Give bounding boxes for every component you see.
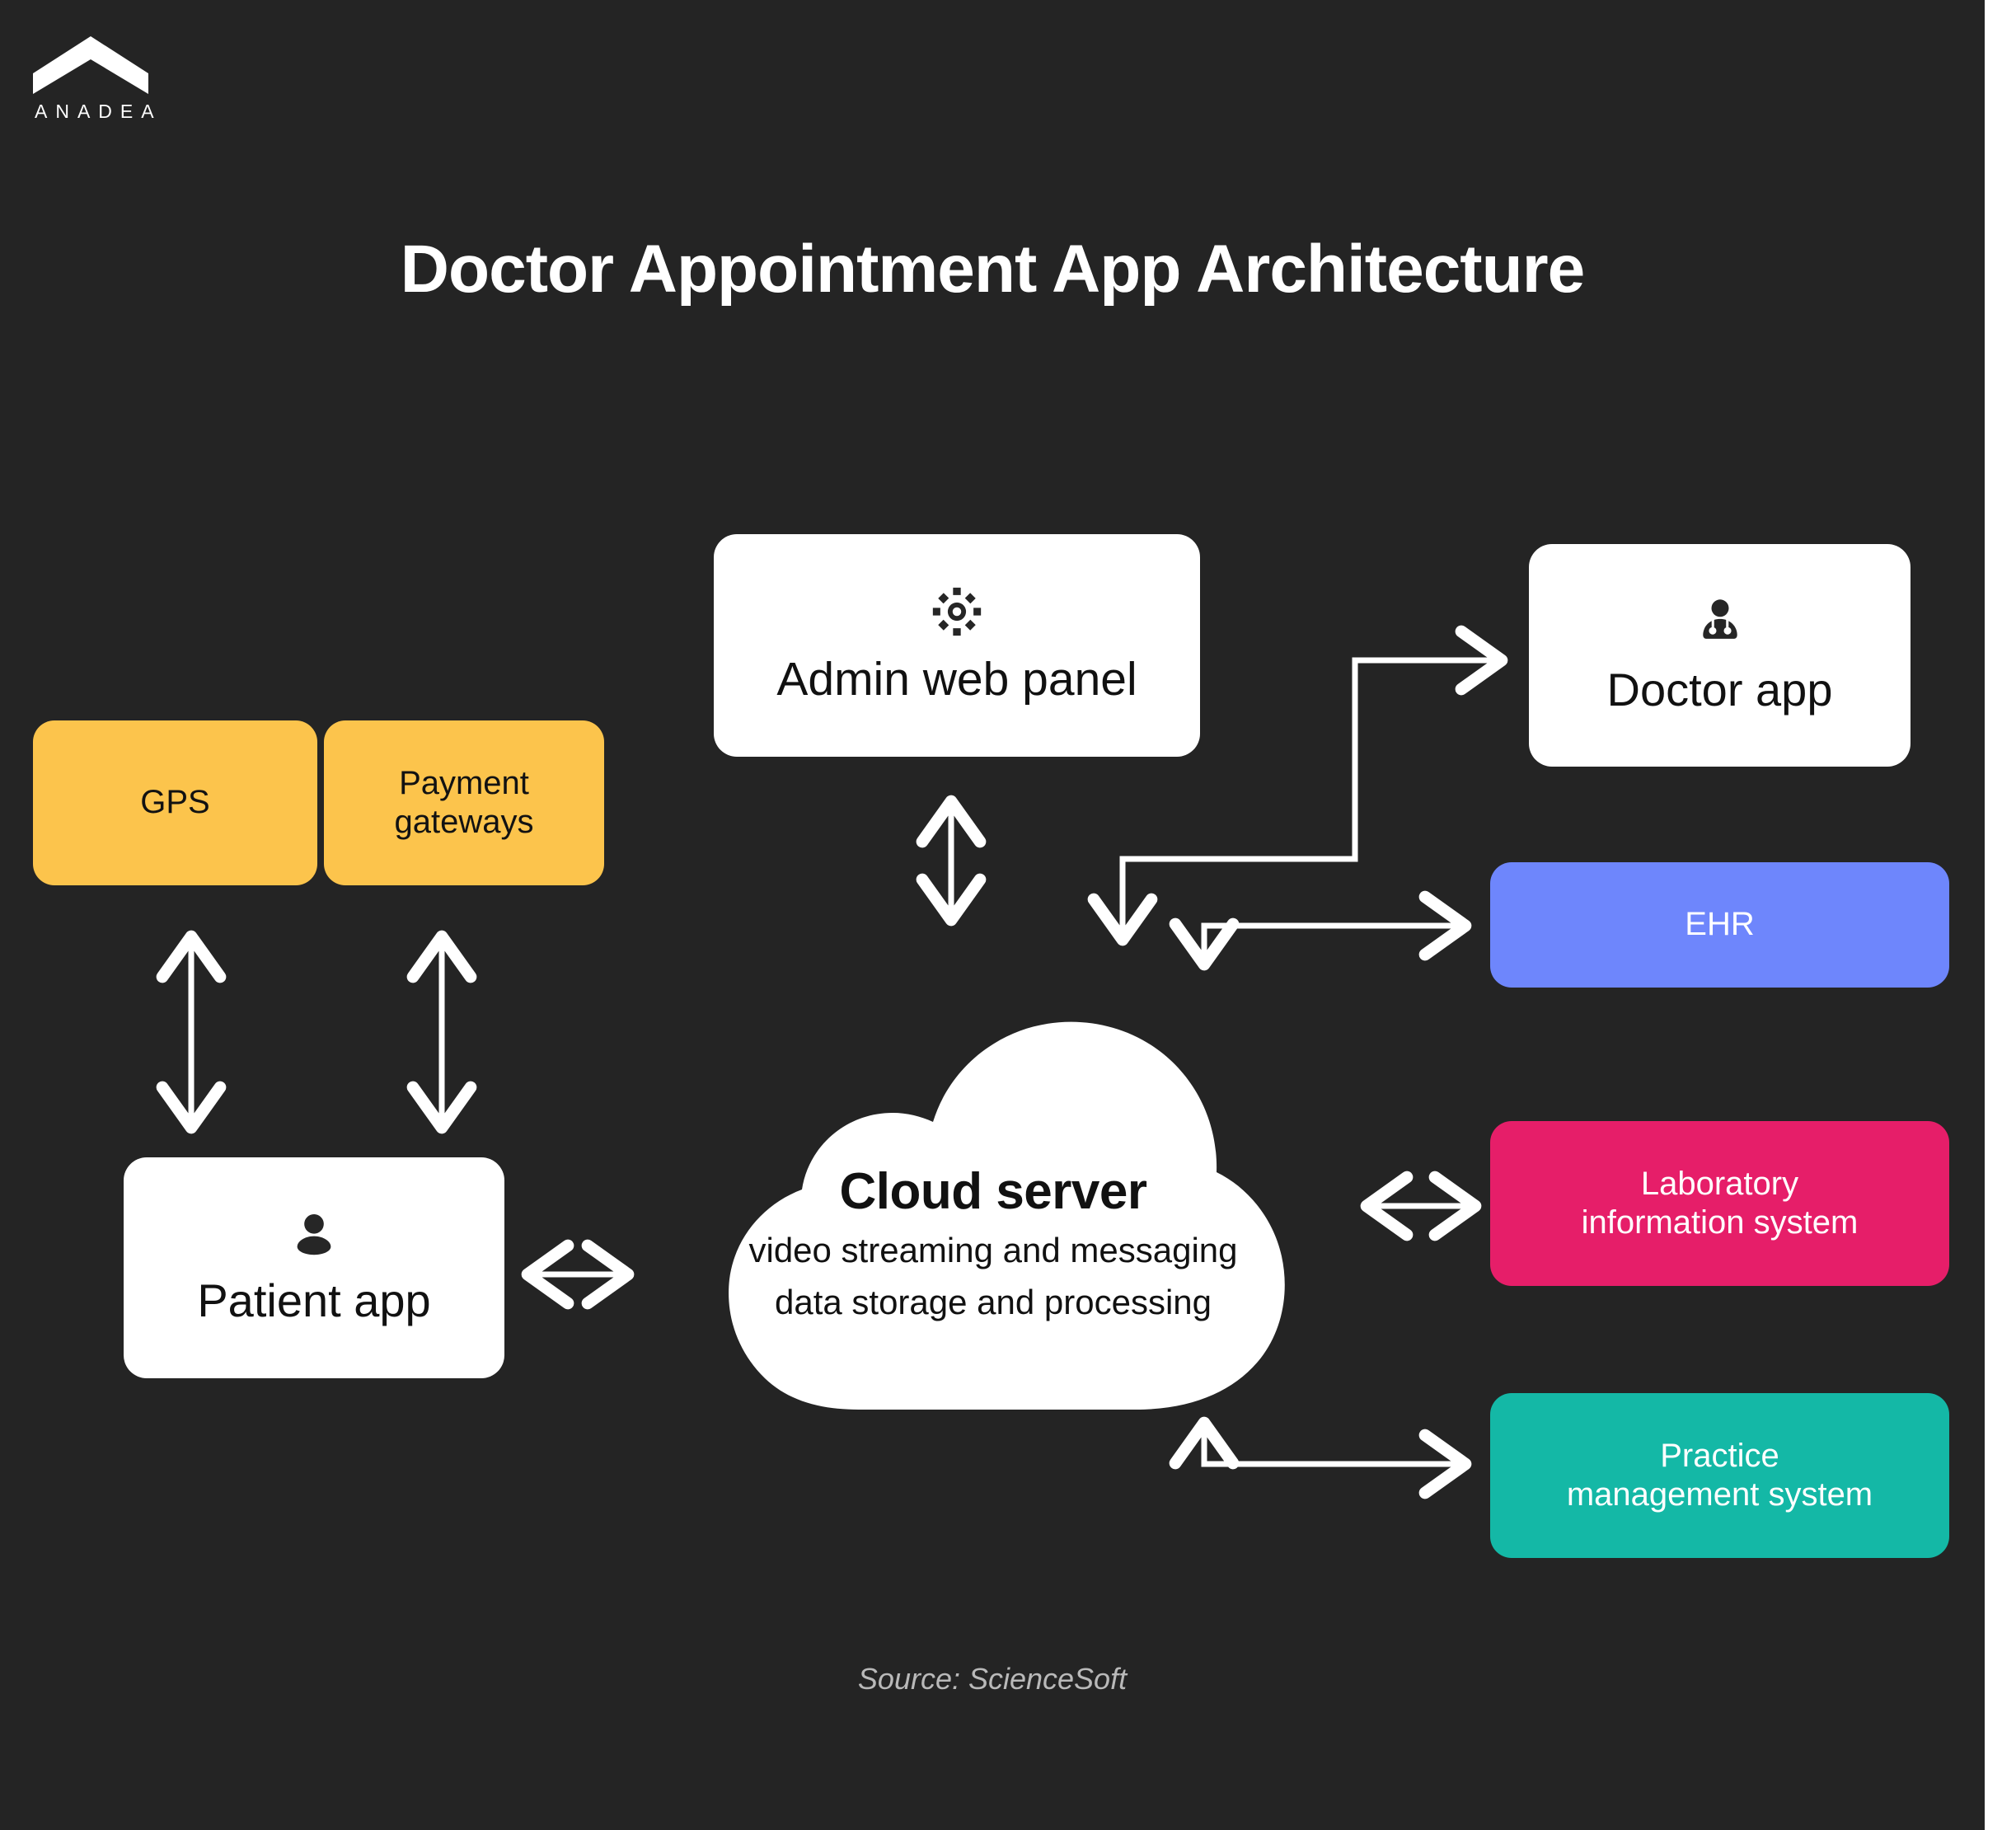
node-ehr-label: EHR — [1685, 906, 1755, 943]
node-lis-label-line2: information system — [1581, 1204, 1859, 1241]
node-doctor-label: Doctor app — [1606, 663, 1833, 716]
cloud-subtitle-line2: data storage and processing — [774, 1282, 1212, 1321]
node-admin-web-panel[interactable]: Admin web panel — [714, 534, 1200, 757]
node-pms-label-line2: management system — [1566, 1476, 1873, 1513]
chevron-mark-icon — [33, 36, 148, 94]
doctor-icon — [1691, 594, 1749, 651]
node-patient-label: Patient app — [197, 1274, 431, 1326]
node-practice-management-system[interactable]: Practice management system — [1490, 1393, 1949, 1558]
page-title: Doctor Appointment App Architecture — [400, 232, 1585, 307]
gear-icon — [928, 583, 986, 640]
node-cloud-server[interactable]: Cloud server video streaming and messagi… — [643, 973, 1343, 1410]
edge-cloud-doctor-return — [1087, 856, 1358, 946]
node-patient-app[interactable]: Patient app — [124, 1157, 504, 1378]
node-ehr[interactable]: EHR — [1490, 862, 1949, 988]
node-admin-label: Admin web panel — [776, 653, 1137, 706]
node-payment-gateways[interactable]: Payment gateways — [324, 720, 604, 885]
right-gutter — [1985, 0, 2016, 1830]
node-payment-label-line2: gateways — [394, 804, 534, 840]
cloud-shape-icon — [729, 1021, 1285, 1410]
source-caption: Source: ScienceSoft — [857, 1662, 1128, 1696]
anadea-logo: ANADEA — [33, 36, 181, 127]
node-gps[interactable]: GPS — [33, 720, 317, 885]
user-icon — [287, 1208, 341, 1262]
node-lis-label-line1: Laboratory — [1640, 1165, 1799, 1202]
node-pms-label-line1: Practice — [1660, 1437, 1779, 1474]
node-doctor-app[interactable]: Doctor app — [1529, 544, 1911, 767]
node-payment-label-line1: Payment — [399, 764, 529, 801]
cloud-text-block: Cloud server video streaming and messagi… — [643, 1162, 1343, 1324]
cloud-subtitle-line1: video streaming and messaging — [748, 1231, 1238, 1269]
brand-name: ANADEA — [35, 101, 162, 122]
cloud-title: Cloud server — [839, 1163, 1147, 1220]
node-gps-label: GPS — [140, 784, 210, 821]
node-laboratory-information-system[interactable]: Laboratory information system — [1490, 1121, 1949, 1286]
